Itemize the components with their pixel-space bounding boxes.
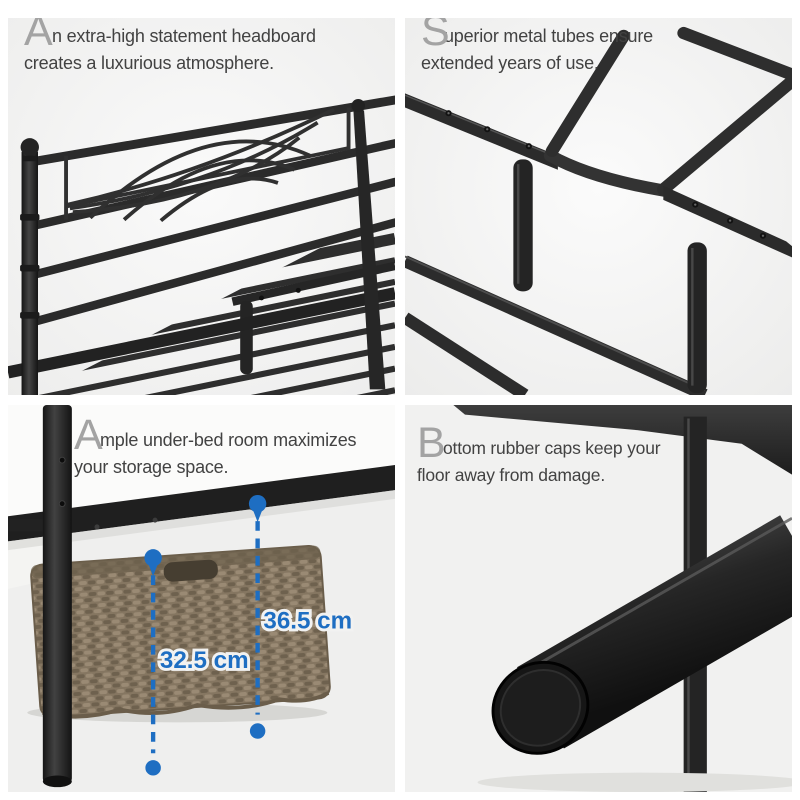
frame-leg bbox=[687, 242, 707, 394]
support-bar bbox=[405, 93, 558, 170]
headboard-sunrise-design bbox=[64, 107, 351, 223]
headboard-left-post bbox=[20, 138, 40, 395]
feature-line1: ottom rubber caps keep your bbox=[443, 438, 661, 458]
drop-cap: A bbox=[24, 18, 53, 55]
headboard-right-post bbox=[351, 99, 386, 390]
storage-basket bbox=[30, 544, 331, 719]
feature-line1: n extra-high statement headboard bbox=[52, 26, 316, 46]
drop-cap: B bbox=[417, 419, 446, 467]
under-bed-illustration: 32.5 cm 36.5 cm bbox=[8, 405, 395, 792]
feature-line2: your storage space. bbox=[74, 457, 229, 477]
tube-with-rubber-cap bbox=[491, 515, 792, 755]
feature-line1: mple under-bed room maximizes bbox=[100, 430, 357, 450]
bed-side-rail bbox=[8, 464, 395, 551]
frame-tubes bbox=[405, 26, 792, 395]
rubber-cap-icon bbox=[491, 660, 590, 755]
floor-shadow bbox=[477, 772, 792, 792]
bed-platform-underside bbox=[453, 405, 792, 475]
headboard-illustration bbox=[8, 18, 395, 395]
drop-cap: A bbox=[74, 411, 103, 459]
measurement-pin-icon bbox=[144, 549, 162, 567]
frame-leg bbox=[513, 159, 533, 292]
bed-leg-post bbox=[42, 405, 72, 788]
basket-handle-slot bbox=[163, 559, 218, 582]
rubber-cap-illustration bbox=[405, 405, 792, 792]
measurement-label-frame-height: 36.5 cm bbox=[263, 607, 352, 634]
measurement-pin-icon bbox=[248, 494, 267, 513]
feature-line2: creates a luxurious atmosphere. bbox=[24, 53, 274, 73]
measurement-dot-icon bbox=[249, 723, 266, 739]
support-leg bbox=[240, 300, 253, 375]
feature-line1: uperior metal tubes ensure bbox=[444, 26, 653, 46]
measurement-dot-icon bbox=[145, 760, 161, 776]
side-rail bbox=[8, 287, 395, 379]
measurement-under-bed bbox=[144, 549, 162, 776]
feature-line2: extended years of use. bbox=[421, 53, 599, 73]
feature-line2: floor away from damage. bbox=[417, 465, 605, 485]
metal-tubes-illustration bbox=[405, 18, 792, 395]
measurement-frame-height bbox=[248, 494, 267, 739]
drop-cap: S bbox=[421, 18, 450, 55]
measurement-label-under-bed: 32.5 cm bbox=[160, 647, 249, 674]
